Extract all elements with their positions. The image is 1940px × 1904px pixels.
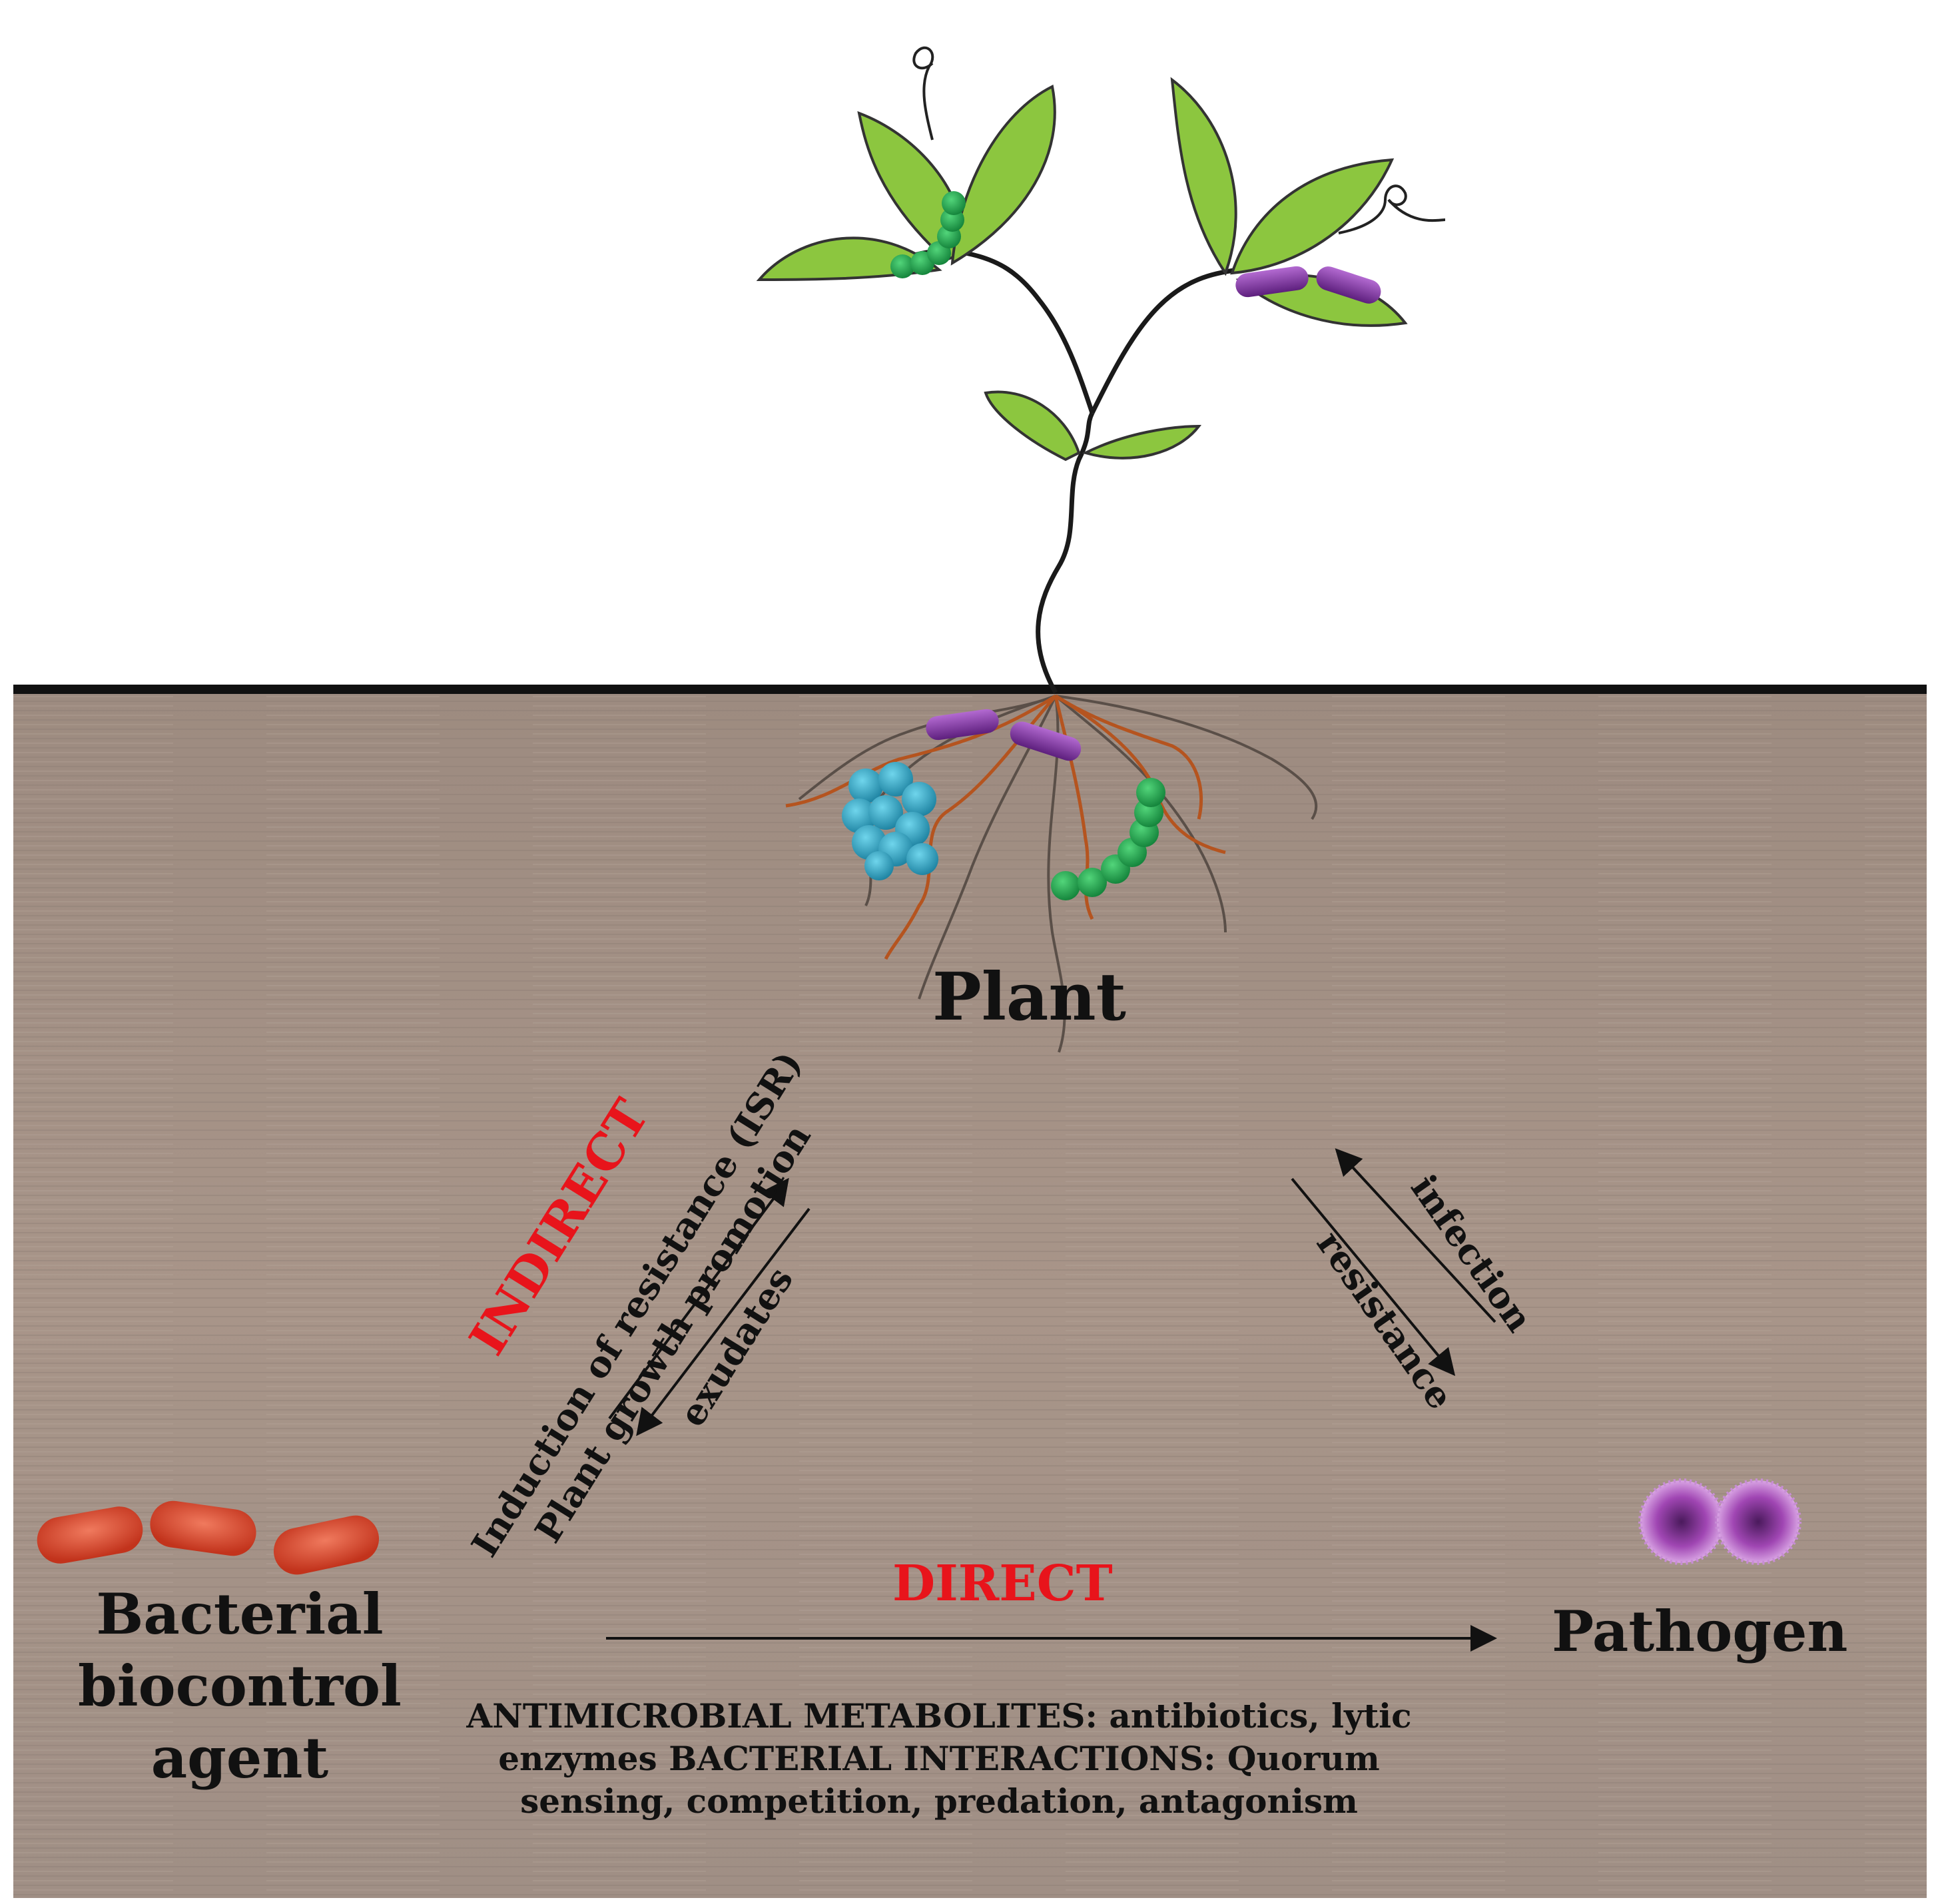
green-bacteria-chain-leaf (890, 191, 966, 278)
tendril (912, 46, 934, 141)
soil-texture (13, 693, 1927, 1898)
infection-arrow (1335, 1148, 1496, 1323)
leaf (1082, 424, 1202, 460)
pathogen-cells (1638, 1478, 1801, 1565)
growth-arrow (608, 1177, 789, 1420)
mechanisms-text: ANTIMICROBIAL METABOLITES: antibiotics, … (466, 1696, 1412, 1821)
leaf (950, 85, 1056, 266)
biocontrol-agent-label: Bacterial biocontrol agent (78, 1581, 402, 1791)
leaf (1230, 158, 1395, 275)
resistance-arrow (1291, 1177, 1456, 1377)
plant-stem (1036, 412, 1095, 694)
leaf (984, 390, 1081, 462)
plant (756, 46, 1446, 694)
purple-bacteria-root (926, 709, 1082, 761)
purple-bacteria-leaf (1235, 266, 1381, 304)
plant-label: Plant (932, 959, 1126, 1036)
left-branch (884, 248, 1095, 414)
pathogen-label: Pathogen (1552, 1598, 1848, 1664)
direct-label: DIRECT (892, 1555, 1113, 1612)
leaf (1170, 77, 1237, 276)
cyan-bacteria-cluster (842, 762, 938, 880)
exudates-arrow (636, 1207, 810, 1436)
right-branch (1090, 267, 1239, 414)
green-bacteria-chain-root (1051, 778, 1165, 900)
tendril (1338, 184, 1446, 234)
biocontrol-bacteria (37, 1500, 380, 1575)
